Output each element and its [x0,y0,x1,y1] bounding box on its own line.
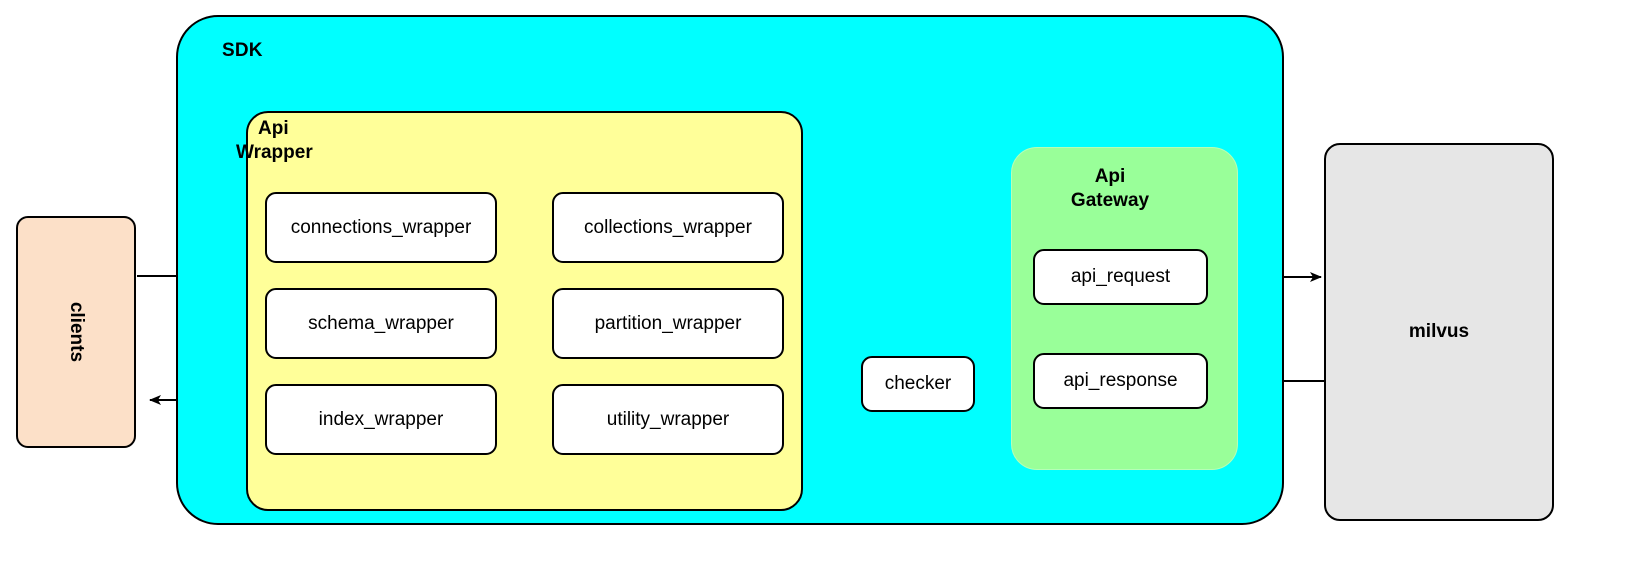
checker-label: checker [884,373,952,395]
api-response-node[interactable]: api_response [1033,353,1208,409]
api-wrapper-title-line1: Api [258,118,289,139]
module-label: connections_wrapper [290,216,472,238]
module-collections-wrapper[interactable]: collections_wrapper [552,192,784,263]
module-schema-wrapper[interactable]: schema_wrapper [265,288,497,359]
api-gateway-title-line1: Api [1094,166,1126,187]
api-wrapper-title-line2: Wrapper [236,141,313,163]
module-label: collections_wrapper [584,216,752,238]
clients-node[interactable]: clients [16,216,136,448]
api-wrapper-title: Api Wrapper [236,117,378,165]
api-gateway-title: Api Gateway [1035,165,1185,213]
api-request-node[interactable]: api_request [1033,249,1208,305]
api-request-label: api_request [1070,266,1171,288]
module-label: utility_wrapper [606,408,730,430]
api-gateway-title-line2: Gateway [1070,189,1150,211]
sdk-title: SDK [222,40,263,61]
module-utility-wrapper[interactable]: utility_wrapper [552,384,784,455]
milvus-label: milvus [1408,321,1470,343]
module-label: schema_wrapper [308,312,454,334]
module-index-wrapper[interactable]: index_wrapper [265,384,497,455]
checker-node[interactable]: checker [861,356,975,412]
module-label: partition_wrapper [594,312,742,334]
module-label: index_wrapper [318,408,444,430]
module-partition-wrapper[interactable]: partition_wrapper [552,288,784,359]
api-response-label: api_response [1063,370,1178,392]
milvus-node[interactable]: milvus [1324,143,1554,521]
clients-label: clients [65,301,87,363]
api-gateway-container[interactable] [1011,147,1238,470]
module-connections-wrapper[interactable]: connections_wrapper [265,192,497,263]
